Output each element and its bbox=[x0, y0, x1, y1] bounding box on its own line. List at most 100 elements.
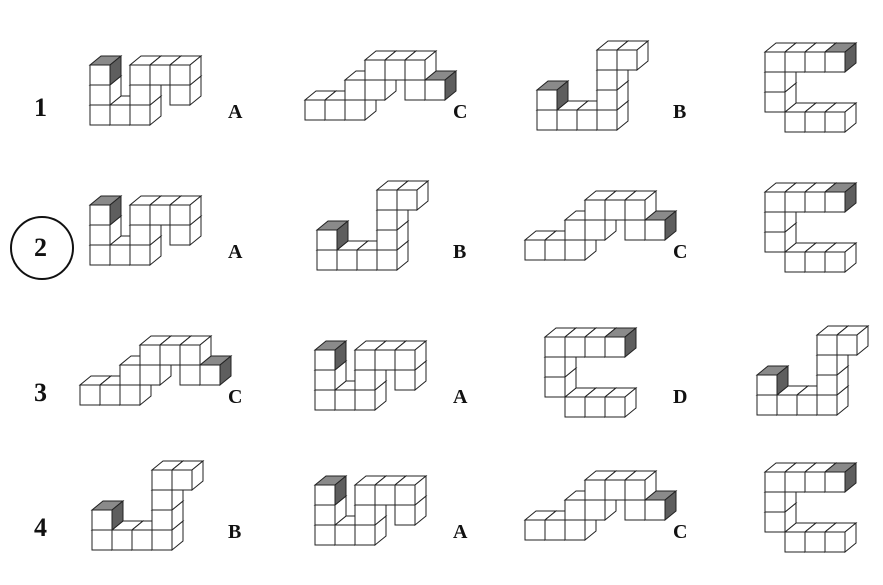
cube-figure-drawing bbox=[80, 325, 230, 435]
option-figure-d[interactable] bbox=[745, 460, 883, 570]
option-letter-d: D bbox=[673, 387, 687, 407]
cube-front-face bbox=[315, 350, 335, 370]
cube-front-face bbox=[765, 512, 785, 532]
option-letter-c: C bbox=[673, 242, 687, 262]
cube-front-face bbox=[537, 110, 557, 130]
option-figure-c[interactable] bbox=[305, 40, 455, 150]
shape-b-cubes bbox=[537, 41, 648, 130]
cube-front-face bbox=[305, 100, 325, 120]
cube-figure-drawing bbox=[525, 325, 675, 435]
cube-front-face bbox=[317, 250, 337, 270]
cube-front-face bbox=[537, 90, 557, 110]
cube-front-face bbox=[405, 60, 425, 80]
option-figure-c[interactable] bbox=[80, 325, 230, 435]
option-figure-a[interactable] bbox=[305, 460, 455, 570]
shape-d-cubes bbox=[545, 328, 636, 417]
cube-figure-drawing bbox=[745, 325, 883, 435]
cube-front-face bbox=[805, 192, 825, 212]
cube-front-face bbox=[825, 112, 845, 132]
option-figure-d[interactable] bbox=[745, 180, 883, 290]
cube-front-face bbox=[130, 105, 150, 125]
cube-front-face bbox=[525, 520, 545, 540]
cube-front-face bbox=[525, 240, 545, 260]
cube-front-face bbox=[170, 225, 190, 245]
cube-front-face bbox=[132, 530, 152, 550]
cube-front-face bbox=[315, 525, 335, 545]
option-figure-a[interactable] bbox=[80, 180, 230, 290]
cube-front-face bbox=[90, 225, 110, 245]
cube-front-face bbox=[757, 375, 777, 395]
row-number-4: 4 bbox=[34, 515, 47, 541]
option-figure-d[interactable] bbox=[525, 325, 675, 435]
cube-front-face bbox=[315, 390, 335, 410]
option-figure-d[interactable] bbox=[745, 40, 883, 150]
cube-front-face bbox=[565, 500, 585, 520]
cube-front-face bbox=[355, 525, 375, 545]
cube-front-face bbox=[170, 65, 190, 85]
cube-front-face bbox=[625, 220, 645, 240]
cube-front-face bbox=[757, 395, 777, 415]
cube-front-face bbox=[837, 335, 857, 355]
cube-front-face bbox=[645, 500, 665, 520]
cube-front-face bbox=[605, 337, 625, 357]
cube-front-face bbox=[130, 205, 150, 225]
cube-front-face bbox=[355, 505, 375, 525]
option-figure-b[interactable] bbox=[745, 325, 883, 435]
cube-front-face bbox=[765, 192, 785, 212]
cube-front-face bbox=[355, 485, 375, 505]
cube-front-face bbox=[355, 370, 375, 390]
option-letter-b: B bbox=[228, 522, 241, 542]
shape-a-cubes bbox=[315, 476, 426, 545]
cube-front-face bbox=[315, 505, 335, 525]
cube-front-face bbox=[585, 480, 605, 500]
row-number-1: 1 bbox=[34, 95, 47, 121]
cube-front-face bbox=[140, 345, 160, 365]
option-figure-a[interactable] bbox=[305, 325, 455, 435]
option-letter-c: C bbox=[453, 102, 467, 122]
cube-front-face bbox=[817, 395, 837, 415]
option-figure-a[interactable] bbox=[80, 40, 230, 150]
cube-front-face bbox=[565, 397, 585, 417]
option-figure-b[interactable] bbox=[305, 180, 455, 290]
shape-a-cubes bbox=[90, 56, 201, 125]
cube-front-face bbox=[130, 85, 150, 105]
cube-front-face bbox=[90, 85, 110, 105]
option-figure-b[interactable] bbox=[80, 460, 230, 570]
cube-front-face bbox=[797, 395, 817, 415]
cube-front-face bbox=[785, 52, 805, 72]
shape-a-cubes bbox=[315, 341, 426, 410]
cube-front-face bbox=[817, 335, 837, 355]
cube-front-face bbox=[625, 200, 645, 220]
cube-front-face bbox=[605, 397, 625, 417]
cube-front-face bbox=[765, 492, 785, 512]
cube-front-face bbox=[397, 190, 417, 210]
cube-front-face bbox=[365, 60, 385, 80]
option-figure-c[interactable] bbox=[525, 460, 675, 570]
cube-front-face bbox=[785, 112, 805, 132]
cube-front-face bbox=[90, 105, 110, 125]
cube-front-face bbox=[825, 192, 845, 212]
cube-front-face bbox=[817, 375, 837, 395]
cube-front-face bbox=[317, 230, 337, 250]
cube-front-face bbox=[150, 65, 170, 85]
cube-front-face bbox=[825, 532, 845, 552]
cube-front-face bbox=[315, 485, 335, 505]
cube-front-face bbox=[585, 397, 605, 417]
option-letter-a: A bbox=[228, 102, 242, 122]
cube-front-face bbox=[785, 252, 805, 272]
cube-front-face bbox=[345, 100, 365, 120]
option-letter-b: B bbox=[673, 102, 686, 122]
cube-front-face bbox=[170, 205, 190, 225]
cube-front-face bbox=[425, 80, 445, 100]
cube-front-face bbox=[170, 85, 190, 105]
cube-front-face bbox=[90, 205, 110, 225]
cube-front-face bbox=[805, 532, 825, 552]
cube-front-face bbox=[597, 50, 617, 70]
cube-front-face bbox=[585, 337, 605, 357]
option-figure-b[interactable] bbox=[525, 40, 675, 150]
row-number-3: 3 bbox=[34, 380, 47, 406]
cube-front-face bbox=[160, 345, 180, 365]
cube-front-face bbox=[645, 220, 665, 240]
option-figure-c[interactable] bbox=[525, 180, 675, 290]
